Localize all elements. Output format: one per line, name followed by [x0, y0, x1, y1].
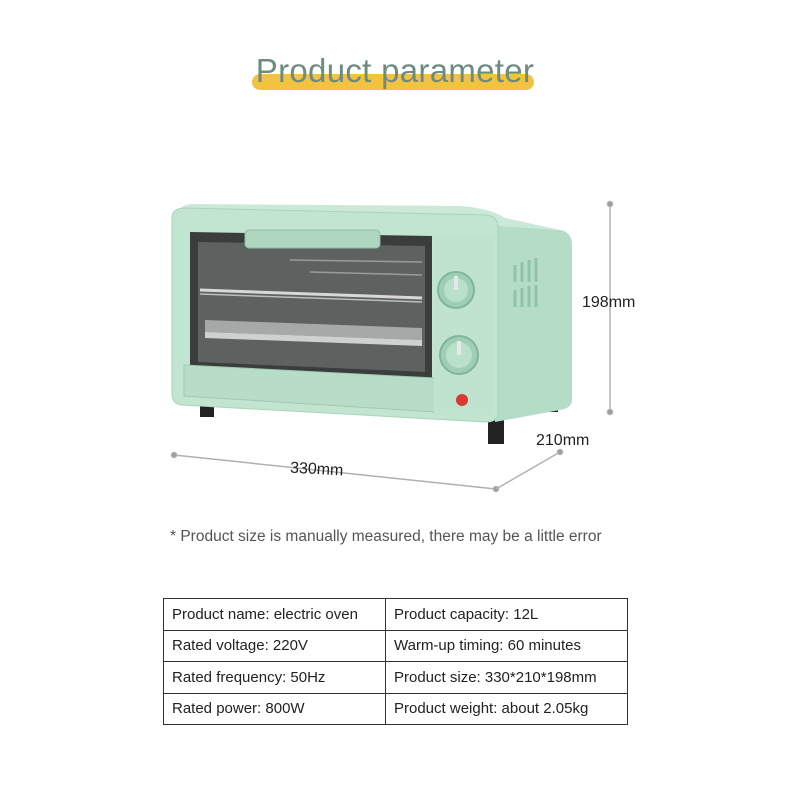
dimension-lines [170, 200, 614, 493]
table-row: Product name: electric oven Product capa… [163, 598, 628, 631]
table-row: Rated frequency: 50Hz Product size: 330*… [163, 661, 628, 694]
oven-foot [488, 420, 504, 444]
table-cell: Warm-up timing: 60 minutes [385, 629, 628, 662]
table-row: Rated power: 800W Product weight: about … [163, 692, 628, 725]
title-block: Product parameter [0, 48, 790, 98]
height-dimension-label: 198mm [582, 294, 636, 311]
title-highlight-bar [252, 74, 534, 90]
page-title: Product parameter [255, 52, 535, 89]
table-cell: Product name: electric oven [163, 598, 386, 631]
oven-body-side [495, 225, 572, 422]
table-cell: Product size: 330*210*198mm [385, 661, 628, 694]
oven-control-panel [434, 235, 494, 415]
table-cell: Product capacity: 12L [385, 598, 628, 631]
depth-dimension-label: 210mm [536, 432, 590, 449]
table-cell: Rated voltage: 220V [163, 629, 386, 662]
oven-handle [244, 229, 381, 249]
oven-side-vents [513, 258, 538, 307]
table-cell: Rated power: 800W [163, 692, 386, 725]
width-dimension-label: 330mm [289, 459, 344, 480]
table-row: Rated voltage: 220V Warm-up timing: 60 m… [163, 629, 628, 662]
oven-illustration [170, 200, 614, 493]
measurement-note: * Product size is manually measured, the… [170, 528, 602, 545]
table-cell: Product weight: about 2.05kg [385, 692, 628, 725]
oven-tray [205, 320, 422, 340]
parameter-table: Product name: electric oven Product capa… [163, 598, 628, 725]
oven-rack [199, 288, 423, 300]
oven-power-indicator [456, 394, 468, 406]
table-cell: Rated frequency: 50Hz [163, 661, 386, 694]
